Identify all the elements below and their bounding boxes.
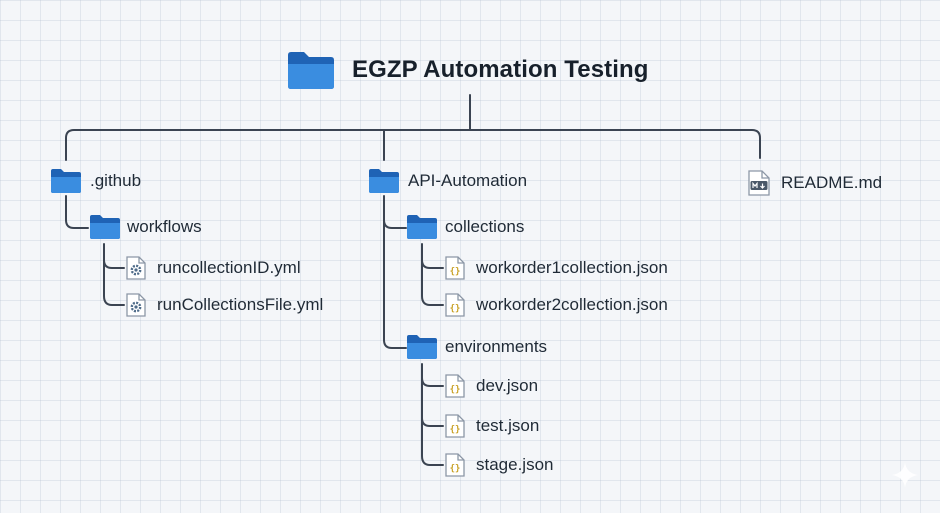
environment-file-node-1[interactable]: {} dev.json <box>444 373 538 399</box>
environment-file-node-3[interactable]: {} stage.json <box>444 452 554 478</box>
environments-folder-node[interactable]: environments <box>406 334 547 360</box>
svg-text:{}: {} <box>450 267 461 277</box>
json-file-icon: {} <box>444 255 466 281</box>
svg-text:{}: {} <box>450 464 461 474</box>
gear-file-icon <box>125 255 147 281</box>
json-file-icon: {} <box>444 413 466 439</box>
collection-file-label-2: workorder2collection.json <box>476 295 668 314</box>
json-file-icon: {} <box>444 292 466 318</box>
gear-file-icon <box>125 292 147 318</box>
folder-icon <box>406 214 438 240</box>
api-folder-label: API-Automation <box>408 171 528 190</box>
markdown-file-icon <box>747 169 771 197</box>
svg-text:{}: {} <box>450 385 461 395</box>
folder-icon <box>285 49 337 91</box>
connector-environment-files <box>421 363 444 466</box>
github-folder-label: .github <box>90 171 142 190</box>
readme-file-label: README.md <box>781 173 883 192</box>
folder-icon <box>368 168 400 194</box>
sparkle-icon <box>890 460 920 495</box>
folder-icon <box>406 334 438 360</box>
workflow-file-label-1: runcollectionID.yml <box>157 258 301 277</box>
connector-workflow-files <box>103 243 125 306</box>
connector-api-children <box>383 195 407 349</box>
root-folder-label: EGZP Automation Testing <box>352 56 649 83</box>
collection-file-label-1: workorder1collection.json <box>476 258 668 277</box>
github-folder-node[interactable]: .github <box>50 168 141 194</box>
connector-workflows <box>65 195 89 229</box>
collection-file-node-2[interactable]: {} workorder2collection.json <box>444 292 668 318</box>
connector-collection-files <box>421 243 444 306</box>
collections-folder-node[interactable]: collections <box>406 214 524 240</box>
environment-file-label-1: dev.json <box>476 376 539 395</box>
workflow-file-label-2: runCollectionsFile.yml <box>157 295 324 314</box>
collections-folder-label: collections <box>445 217 525 236</box>
environment-file-label-2: test.json <box>476 416 540 435</box>
svg-text:{}: {} <box>450 304 461 314</box>
collection-file-node-1[interactable]: {} workorder1collection.json <box>444 255 668 281</box>
connector-top-bus <box>65 129 761 159</box>
readme-file-node[interactable]: README.md <box>747 169 882 197</box>
environment-file-label-3: stage.json <box>476 455 554 474</box>
environment-file-node-2[interactable]: {} test.json <box>444 413 539 439</box>
workflow-file-node-1[interactable]: runcollectionID.yml <box>125 255 301 281</box>
environments-folder-label: environments <box>445 337 548 356</box>
json-file-icon: {} <box>444 373 466 399</box>
folder-icon <box>50 168 82 194</box>
json-file-icon: {} <box>444 452 466 478</box>
folder-icon <box>89 214 121 240</box>
workflows-folder-label: workflows <box>127 217 202 236</box>
root-folder-node[interactable]: EGZP Automation Testing <box>285 49 649 91</box>
svg-text:{}: {} <box>450 425 461 435</box>
api-folder-node[interactable]: API-Automation <box>368 168 527 194</box>
workflow-file-node-2[interactable]: runCollectionsFile.yml <box>125 292 323 318</box>
workflows-folder-node[interactable]: workflows <box>89 214 202 240</box>
